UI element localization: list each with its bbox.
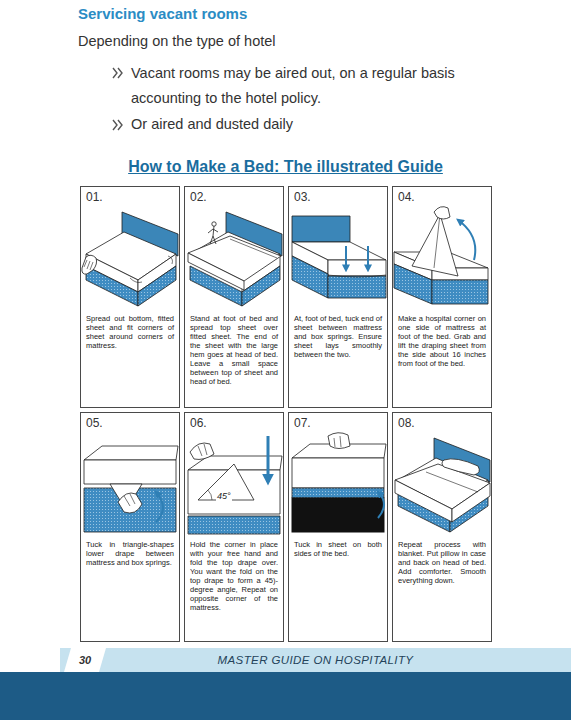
footer-band: MASTER GUIDE ON HOSPITALITY xyxy=(60,648,571,672)
label-holder: 45° xyxy=(216,485,232,503)
step-caption: Stand at foot of bed and spread top shee… xyxy=(185,314,283,386)
step-panel: 02. Stand at foot of bed and spread top s… xyxy=(184,186,284,408)
page-number: 30 xyxy=(64,648,106,672)
step-panel: 08. Repeat process with blanket. Put pill… xyxy=(392,412,492,642)
step-number: 05. xyxy=(81,413,179,430)
bullet-marker xyxy=(113,120,122,130)
footer-band xyxy=(0,672,571,720)
guide-title: How to Make a Bed: The illustrated Guide xyxy=(128,156,443,178)
section-heading: Servicing vacant rooms xyxy=(78,4,498,24)
bed-drawing xyxy=(292,216,386,298)
step-panel: 03. At, foot of bed, tuck end of sheet be… xyxy=(288,186,388,408)
step-caption: At, foot of bed, tuck end of sheet betwe… xyxy=(289,314,387,359)
tab-outline xyxy=(64,648,106,672)
bed-drawing xyxy=(84,446,178,532)
step-panel: 05. Tuck in triangle-shapes lower drape b… xyxy=(80,412,180,642)
step-number: 06. xyxy=(185,413,283,430)
step-caption: Tuck in sheet on both sides of the bed. xyxy=(289,540,387,558)
label-holder: Depending on the type of hotel xyxy=(78,29,508,54)
step-caption: Repeat process with blanket. Put pillow … xyxy=(393,540,491,585)
bullet-text: Vacant rooms may be aired out, on a regu… xyxy=(131,61,503,111)
page-number-tab: 30 xyxy=(64,648,106,672)
bullet-marker xyxy=(113,68,122,78)
step-panel: 07. Tuck in sheet on both sides of the be… xyxy=(288,412,388,642)
step-number: 08. xyxy=(393,413,491,430)
step-number: 04. xyxy=(393,187,491,204)
step-number: 03. xyxy=(289,187,387,204)
bed-drawing xyxy=(292,433,386,532)
step-number: 02. xyxy=(185,187,283,204)
step-caption: Hold the corner in place with your free … xyxy=(185,540,283,612)
bed-drawing xyxy=(188,436,282,534)
step-number: 07. xyxy=(289,413,387,430)
footer-title: MASTER GUIDE ON HOSPITALITY xyxy=(60,648,571,672)
label-holder: Servicing vacant rooms xyxy=(78,4,498,24)
bullet-text: Or aired and dusted daily xyxy=(131,112,503,137)
bed-drawing xyxy=(82,212,178,306)
step-caption: Spread out bottom, fitted sheet and fit … xyxy=(81,314,179,350)
label-holder: Or aired and dusted daily xyxy=(131,112,503,137)
step-caption: Tuck in triangle-shapes lower drape betw… xyxy=(81,540,179,567)
step-panel: 06. Hold the corner in place with your fr… xyxy=(184,412,284,642)
angle-label: 45° xyxy=(216,491,232,502)
bed-drawing xyxy=(395,438,490,532)
step-caption: Make a hospital corner on one side of ma… xyxy=(393,314,491,368)
step-panel: 04. Make a hospital corner on one side of… xyxy=(392,186,492,408)
bed-drawing xyxy=(188,212,282,306)
bed-drawing xyxy=(394,207,488,304)
body-text: Depending on the type of hotel xyxy=(78,29,508,54)
title-holder: How to Make a Bed: The illustrated Guide xyxy=(0,156,571,178)
step-panel: 01. Spread out bottom, fitted sheet and f… xyxy=(80,186,180,408)
step-number: 01. xyxy=(81,187,179,204)
label-holder: Vacant rooms may be aired out, on a regu… xyxy=(131,61,503,111)
